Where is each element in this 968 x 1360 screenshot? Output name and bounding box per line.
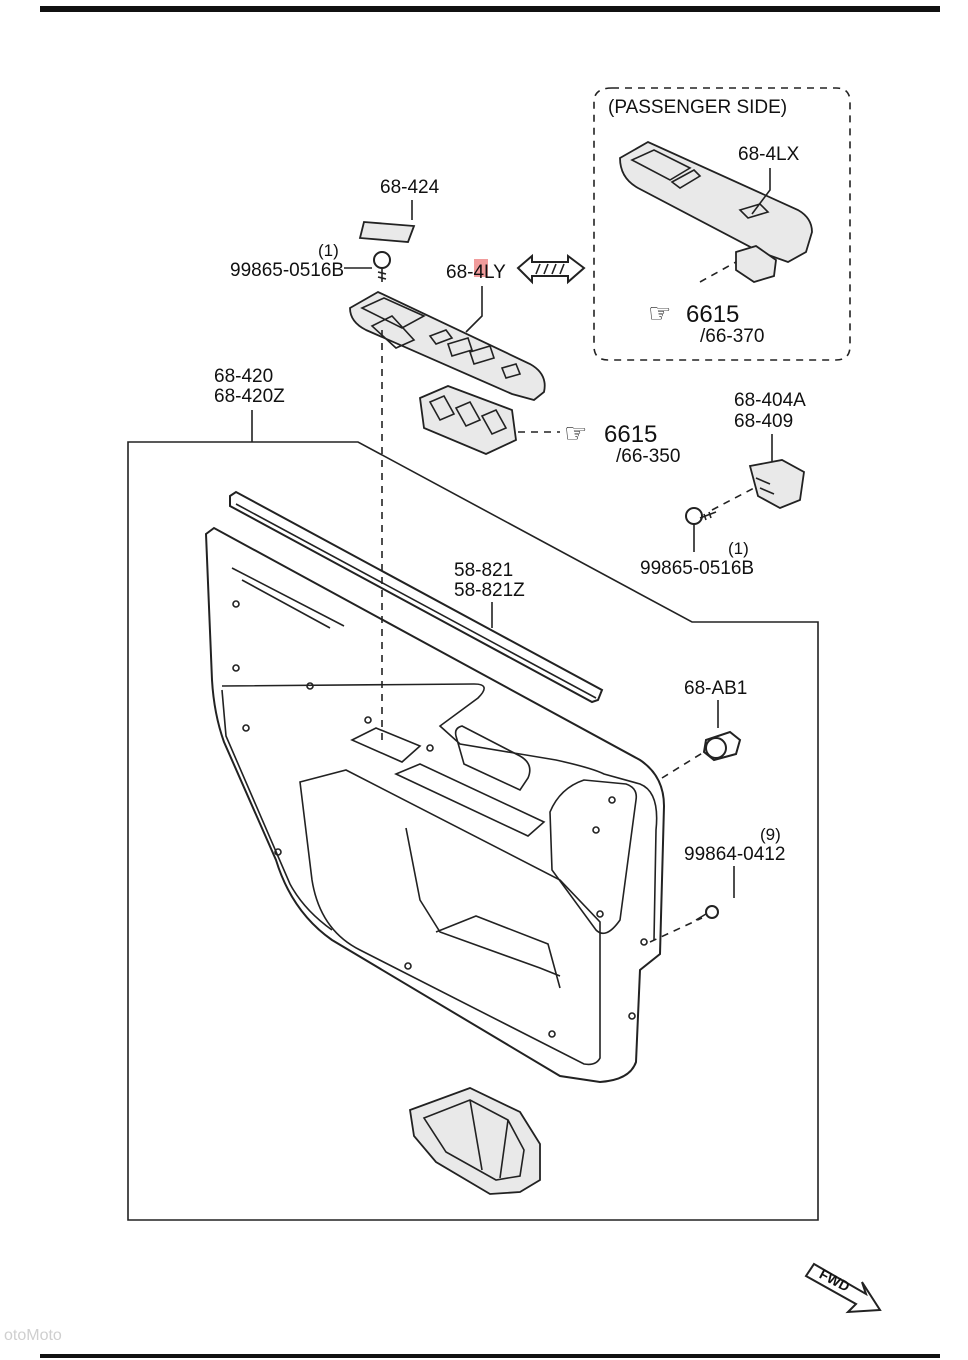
fwd-arrow-icon: FWD xyxy=(804,1262,882,1314)
pointing-hand-icon: ☞ xyxy=(564,419,587,449)
assembly-frame xyxy=(127,441,819,1221)
ref-6615-a: 6615 xyxy=(686,301,739,328)
part-58-821: 58-821 58-821Z xyxy=(229,490,604,704)
part-99865-0516B-lower: (1) 99865-0516B xyxy=(640,507,754,579)
ref-66-350: /66-350 xyxy=(616,446,680,467)
part-99865-0516B-upper: (1) 99865-0516B xyxy=(230,241,391,282)
label-58-821Z: 58-821Z xyxy=(454,580,525,601)
passenger-side-inset: (PASSENGER SIDE) 68-4LX ☞ 6615 /66-370 xyxy=(593,87,851,361)
passenger-window-switch xyxy=(735,245,777,283)
highlight-mark xyxy=(474,259,488,277)
label-68-AB1: 68-AB1 xyxy=(684,678,747,699)
passenger-switch-panel xyxy=(619,140,813,263)
label-99865-0516B-a: 99865-0516B xyxy=(230,260,344,281)
part-68-4LY: 68-4LY xyxy=(349,253,586,401)
bottom-rule xyxy=(40,1354,940,1358)
door-trim-panel xyxy=(204,526,666,1084)
label-68-409: 68-409 xyxy=(734,411,793,432)
qty-1-b: (1) xyxy=(728,539,749,558)
label-68-424: 68-424 xyxy=(380,177,440,198)
label-68-420Z: 68-420Z xyxy=(214,386,285,407)
double-arrow-icon xyxy=(516,253,586,285)
ref-6615-b: 6615 xyxy=(604,421,657,448)
label-99865-0516B-b: 99865-0516B xyxy=(640,558,754,579)
part-99864-0412: (9) 99864-0412 xyxy=(649,825,785,943)
main-window-switch: ☞ 6615 /66-350 xyxy=(419,385,680,467)
part-68-404A: 68-404A 68-409 xyxy=(711,390,806,511)
label-58-821: 58-821 xyxy=(454,560,513,581)
part-68-420: 68-420 68-420Z xyxy=(127,366,819,1221)
pointing-hand-icon: ☞ xyxy=(648,299,671,329)
watermark-text: otoMoto xyxy=(4,1327,62,1344)
top-rule xyxy=(40,6,940,12)
label-68-4LX: 68-4LX xyxy=(738,144,800,165)
label-68-404A: 68-404A xyxy=(734,390,806,411)
speaker-bracket xyxy=(408,1087,541,1195)
part-68-424: 68-424 xyxy=(358,177,440,243)
label-68-4LY: 68-4LY xyxy=(446,262,506,283)
qty-1-a: (1) xyxy=(318,241,339,260)
passenger-side-label: (PASSENGER SIDE) xyxy=(608,97,787,118)
part-68-AB1: 68-AB1 xyxy=(661,678,747,779)
label-68-420: 68-420 xyxy=(214,366,273,387)
qty-9: (9) xyxy=(760,825,781,844)
label-99864-0412: 99864-0412 xyxy=(684,844,785,865)
ref-66-370: /66-370 xyxy=(700,326,764,347)
